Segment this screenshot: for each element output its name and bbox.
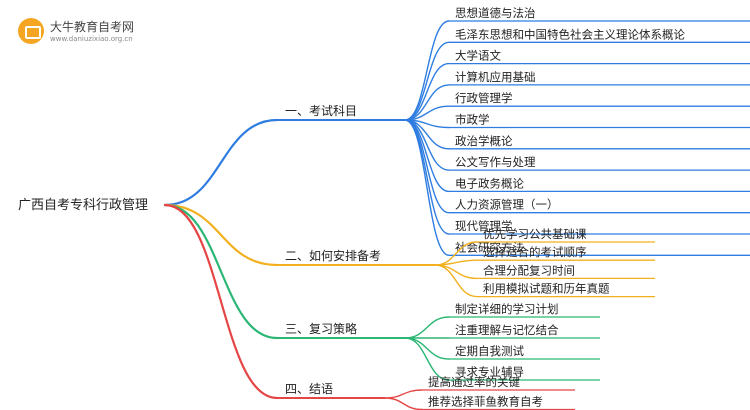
leaf-label: 合理分配复习时间 — [483, 263, 575, 277]
leaf-connector — [434, 264, 478, 298]
root-topic: 广西自考专科行政管理 — [18, 198, 148, 213]
branch-label-exam: 一、考试科目 — [285, 103, 357, 118]
branch-label-prep: 二、如何安排备考 — [285, 248, 381, 263]
leaf-connector — [404, 62, 450, 121]
leaf-label: 电子政务概论 — [455, 176, 524, 190]
branch-connector-exam — [163, 118, 279, 207]
leaf-connector — [404, 337, 450, 360]
leaf-connector — [404, 119, 450, 235]
leaf-connector — [404, 20, 450, 121]
branch-label-conclusion: 四、结语 — [285, 382, 333, 396]
leaf-label: 人力资源管理（一） — [455, 198, 559, 212]
leaf-label: 利用模拟试题和历年真题 — [483, 282, 610, 296]
leaf-label: 提高通过率的关键 — [428, 375, 520, 389]
brand-url: www.daniuzixiao.org.cn — [50, 35, 133, 43]
leaf-label: 社会研究方法 — [455, 240, 524, 254]
leaf-label: 定期自我测试 — [455, 344, 524, 358]
leaf-label: 制定详细的学习计划 — [455, 302, 559, 316]
leaf-label: 思想道德与法治 — [455, 6, 536, 20]
leaf-label: 寻求专业辅导 — [455, 365, 524, 379]
branch-label-strategy: 三、复习策略 — [285, 321, 357, 336]
branch-connector-conclusion — [163, 203, 279, 400]
leaf-connector — [404, 41, 450, 121]
leaf-label: 大学语文 — [455, 49, 501, 63]
branch-connector-prep — [163, 203, 279, 267]
leaf-label: 毛泽东思想和中国特色社会主义理论体系概论 — [455, 27, 685, 41]
leaf-label: 现代管理学 — [455, 219, 513, 233]
leaf-connector — [404, 119, 450, 256]
brand-name: 大牛教育自考网 — [50, 20, 135, 34]
brand-logo-icon — [18, 18, 44, 44]
leaf-connector — [434, 259, 478, 266]
leaf-label: 行政管理学 — [455, 91, 513, 105]
leaf-connector — [384, 389, 423, 399]
leaf-label: 优先学习公共基础课 — [483, 227, 587, 241]
leaf-connector — [434, 264, 478, 280]
leaf-connector — [404, 316, 450, 339]
brand-logo: 大牛教育自考网 www.daniuzixiao.org.cn — [18, 16, 158, 48]
leaf-connector — [404, 119, 450, 193]
leaf-label: 推荐选择菲鱼教育自考 — [428, 395, 543, 409]
leaf-label: 政治学概论 — [455, 134, 513, 148]
leaf-label: 计算机应用基础 — [455, 70, 536, 84]
leaf-connector — [404, 337, 450, 381]
leaf-label: 注重理解与记忆结合 — [455, 323, 559, 337]
leaf-label: 选择适合的考试顺序 — [483, 245, 587, 259]
branch-connector-strategy — [163, 203, 279, 340]
leaf-label: 市政学 — [455, 113, 490, 127]
leaf-label: 公文写作与处理 — [455, 155, 536, 169]
leaf-connector — [384, 397, 423, 410]
